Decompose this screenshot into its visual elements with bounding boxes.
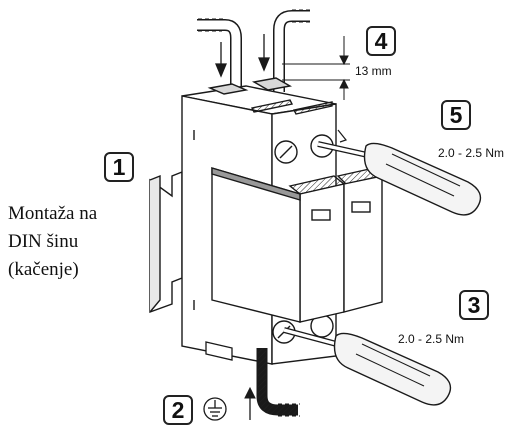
step-4-badge: 4 — [366, 26, 396, 56]
strip-length-label: 13 mm — [355, 64, 392, 78]
ground-cable — [244, 348, 300, 420]
torque-bottom-label: 2.0 - 2.5 Nm — [398, 332, 465, 346]
insertion-arrows — [215, 34, 270, 78]
top-cables — [197, 9, 312, 100]
note-line-3: (kačenje) — [8, 259, 79, 280]
earth-ground-icon — [203, 397, 227, 421]
din-rail-mounting-note: Montaža na DIN šinu (kačenje) — [8, 200, 97, 284]
plug-in-modules — [288, 167, 384, 323]
note-line-1: Montaža na — [8, 203, 98, 224]
note-line-2: DIN šinu — [8, 231, 79, 252]
strip-length-dimension — [282, 36, 350, 100]
step-3-badge: 3 — [459, 290, 489, 320]
step-2-badge: 2 — [163, 395, 193, 425]
torque-top-label: 2.0 - 2.5 Nm — [438, 146, 505, 160]
screwdriver-bottom — [283, 327, 452, 406]
step-5-badge: 5 — [441, 100, 471, 130]
step-1-badge: 1 — [104, 152, 134, 182]
din-clip — [205, 341, 233, 361]
front-panel — [211, 167, 301, 323]
screwdriver-top — [317, 129, 482, 216]
